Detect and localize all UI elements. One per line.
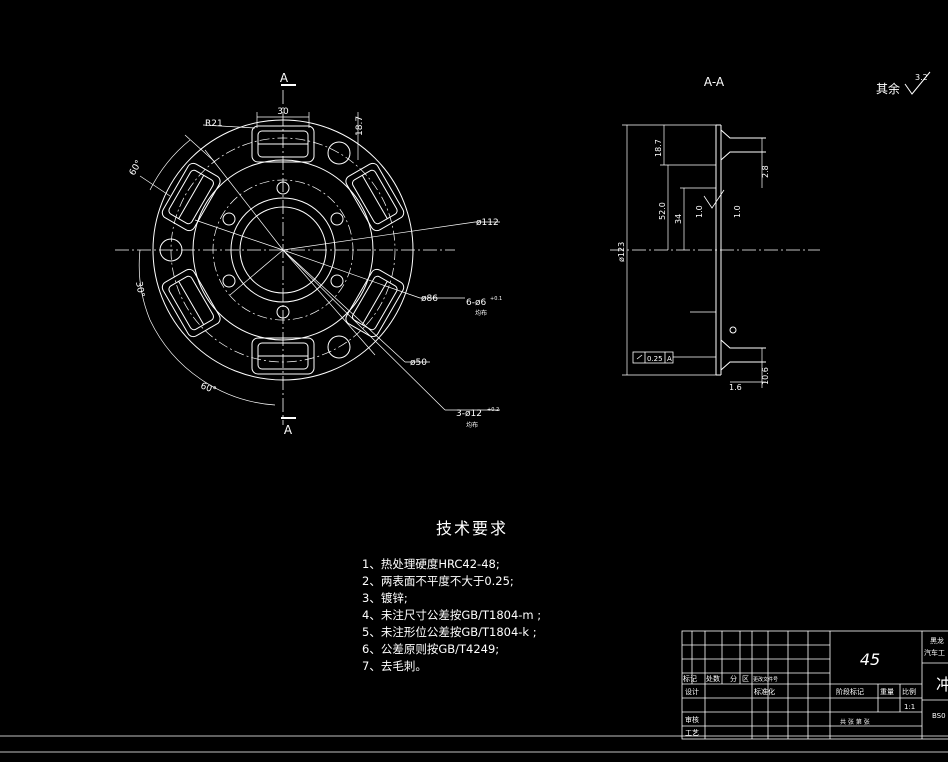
tb-stage: 阶段标记: [836, 687, 864, 696]
small-hole: [276, 181, 290, 195]
slot: [161, 162, 221, 232]
dim-holes-3-note: 均布: [466, 421, 478, 429]
tb-design: 设计: [685, 687, 699, 696]
tb-change: 更改文件号: [753, 676, 778, 683]
outer-circle: [152, 119, 414, 381]
section-view-labels: A-A ø123 18.7 52.0 34 1.0 1.0 2.8 0.25 A…: [617, 73, 928, 392]
dim-1-0b: 1.0: [733, 205, 742, 218]
tb-div: 分: [730, 674, 737, 683]
material-label: 45: [860, 650, 880, 669]
tech-req-title: 技术要求: [436, 519, 509, 538]
small-hole: [276, 305, 290, 319]
tb-org: 黑龙: [930, 636, 944, 645]
small-hole: [330, 274, 344, 288]
tb-process: 工艺: [685, 729, 699, 737]
slot: [345, 268, 405, 338]
dim-34: 34: [674, 214, 683, 224]
title-block-labels: 45 标记 处数 分 区 更改文件号 设计 标准化 阶段标记 重量 比例 1:1…: [683, 636, 948, 737]
slot: [251, 337, 315, 375]
tb-part: 冲: [936, 675, 948, 694]
dim-dia-86: ø86: [421, 294, 438, 304]
hub-circle: [230, 197, 336, 303]
section-view: [610, 124, 820, 388]
dim-holes-3: 3-ø12: [456, 409, 482, 419]
tb-scale-value: 1:1: [904, 703, 915, 711]
hole-pcd: [212, 179, 354, 321]
dim-holes-6: 6-ø6: [466, 298, 486, 308]
datum-label: A: [667, 355, 672, 363]
front-view-labels: A A 30 R21 18.7 60° 30° 60° ø112 ø86 6-ø…: [128, 71, 502, 437]
dim-1-6: 1.6: [729, 383, 742, 392]
section-title: A-A: [704, 75, 725, 89]
tb-count: 处数: [706, 674, 720, 683]
surface-finish-label: 其余: [876, 81, 900, 96]
front-view: [115, 84, 500, 425]
slot: [161, 268, 221, 338]
dim-holes-6-note: 均布: [475, 309, 487, 317]
big-hole: [159, 238, 183, 262]
cut-label-top: A: [280, 71, 289, 85]
tb-review: 审核: [685, 715, 699, 724]
dim-holes-6-tol: +0.1: [490, 296, 502, 302]
tech-req-item: 1、热处理硬度HRC42-48;: [362, 557, 500, 571]
tb-zone: 区: [742, 675, 749, 683]
tech-req-item: 4、未注尺寸公差按GB/T1804-m ;: [362, 608, 542, 622]
flatness-value: 0.25: [647, 355, 663, 363]
dim-width-30: 30: [277, 107, 289, 117]
tb-scale-label: 比例: [902, 687, 916, 696]
dim-angle-top: 60°: [128, 159, 145, 178]
tb-mark: 标记: [683, 674, 697, 683]
slot: [345, 162, 405, 232]
tech-req-item: 3、镀锌;: [362, 591, 408, 605]
dim-52-0: 52.0: [658, 202, 667, 220]
slot: [251, 125, 315, 163]
dim-18-7-sec: 18.7: [654, 139, 663, 157]
dim-r21: R21: [205, 119, 223, 129]
tech-req-item: 6、公差原则按GB/T4249;: [362, 642, 500, 656]
small-hole: [330, 212, 344, 226]
tech-req-item: 2、两表面不平度不大于0.25;: [362, 574, 514, 588]
tech-req-item: 5、未注形位公差按GB/T1804-k ;: [362, 625, 537, 639]
tech-req-item: 7、去毛刺。: [362, 659, 427, 673]
small-hole: [222, 274, 236, 288]
tb-sheets: 共 张 第 张: [840, 718, 870, 726]
tb-weight: 重量: [880, 688, 894, 696]
dim-1-0a: 1.0: [695, 205, 704, 218]
dim-dia-50: ø50: [410, 358, 427, 368]
dim-18-7: 18.7: [355, 116, 365, 136]
dim-2-8: 2.8: [761, 165, 770, 178]
tb-org2: 汽车工: [924, 648, 945, 657]
big-hole: [327, 141, 351, 165]
tb-standard: 标准化: [754, 687, 775, 696]
dim-dia-112: ø112: [476, 218, 499, 228]
dim-dia-123: ø123: [617, 242, 626, 262]
small-hole: [222, 212, 236, 226]
bore-circle: [239, 206, 327, 294]
dim-holes-3-tol: +0.2: [487, 407, 499, 413]
tb-code: BS0: [932, 712, 946, 720]
cut-label-bottom: A: [284, 423, 293, 437]
dim-angle-bottom: 60°: [199, 381, 217, 396]
title-block: [0, 630, 948, 753]
surface-finish-symbol: [904, 71, 931, 95]
bolt-pcd: [170, 137, 396, 363]
big-hole: [327, 335, 351, 359]
slot-inner-arc: [192, 159, 374, 341]
surface-finish-value: 3.2: [915, 73, 928, 82]
dim-angle-left: 30°: [133, 281, 146, 298]
dim-10-6: 10.6: [761, 367, 770, 385]
